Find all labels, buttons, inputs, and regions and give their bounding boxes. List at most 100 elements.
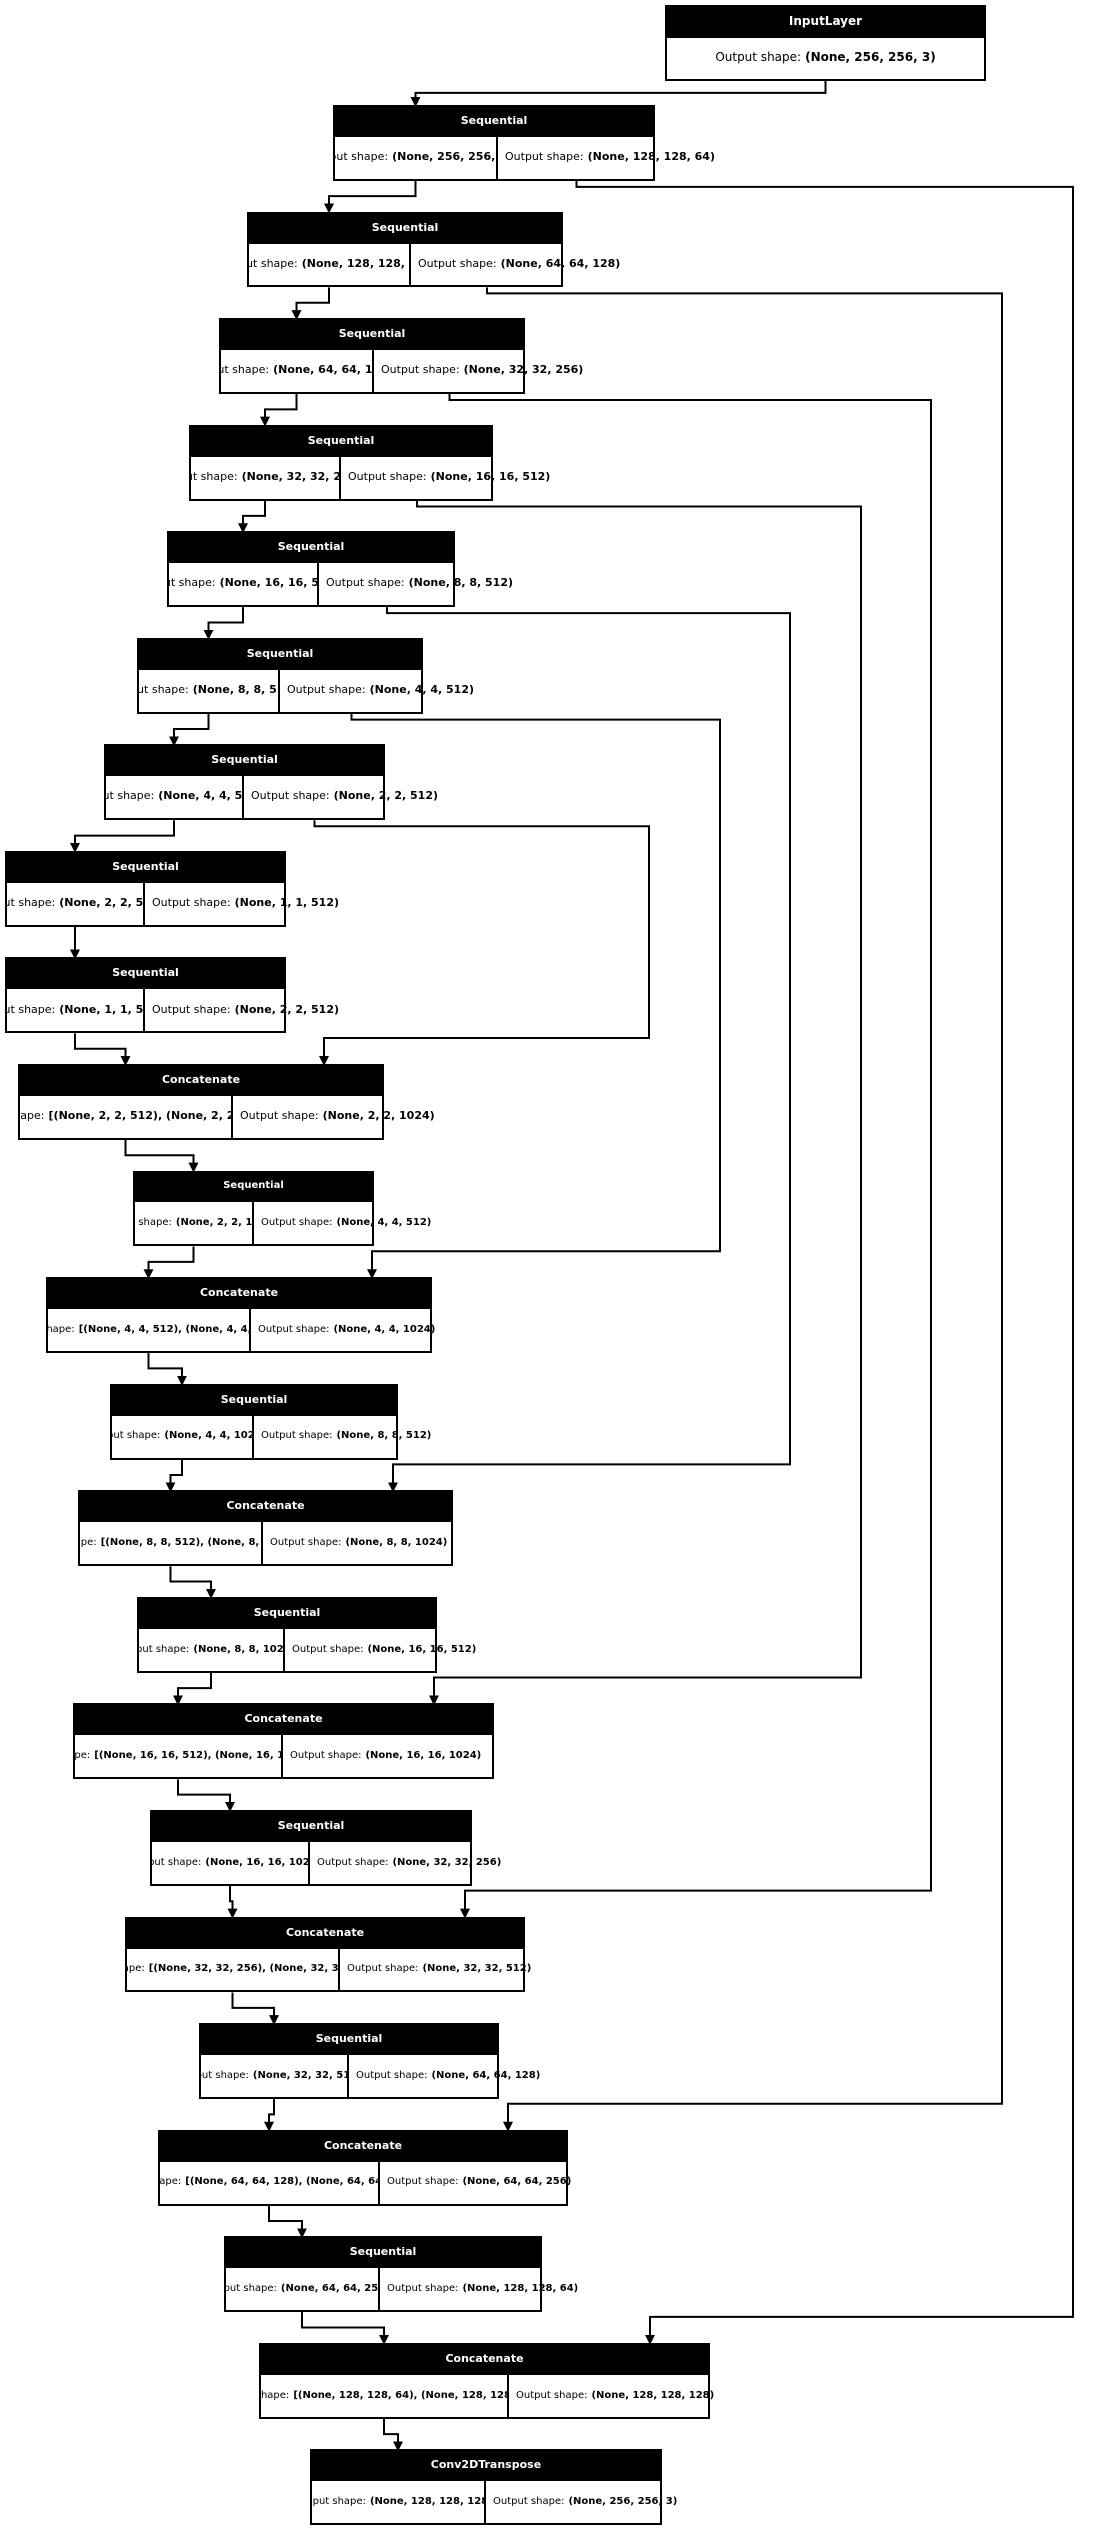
layer-type-label: Sequential: [169, 533, 453, 562]
input-shape-value: (None, 16, 16, 1024): [205, 1856, 310, 1868]
layer-shape-row: Input shape:(None, 128, 128, 128) Output …: [312, 2479, 677, 2524]
output-shape-cell: Output shape:(None, 64, 64, 256): [380, 2162, 578, 2204]
layer-shape-row: Input shape:(None, 64, 64, 128)Output sh…: [221, 348, 583, 392]
input-shape-value: (None, 32, 32, 512): [252, 2069, 349, 2081]
layer-shape-row: Input shape:(None, 128, 128, 64) Output s…: [249, 241, 620, 286]
output-shape-label: Output shape:: [287, 682, 366, 696]
layer-node-seq_12: SequentialInput shape:(None, 8, 8, 1024)…: [137, 1596, 476, 1673]
edge-seq_10-to-concat_2: [143, 1246, 195, 1280]
layer-type-label: Concatenate: [20, 1066, 382, 1095]
output-shape-value: (None, 32, 32, 512): [422, 1963, 532, 1975]
output-shape-value: (None, 64, 64, 128): [431, 2069, 541, 2081]
output-shape-value: (None, 16, 16, 1024): [365, 1750, 482, 1762]
input-shape-value: [(None, 8, 8, 512), (None, 8, 8, 512)]: [100, 1537, 261, 1548]
output-shape-label: Output shape:: [152, 1002, 231, 1016]
input-shape-cell: Input shape:(None, 2, 2, 512): [7, 882, 145, 925]
output-shape-value: (None, 32, 32, 256): [392, 1856, 502, 1868]
edge-concat_2-to-seq_11: [147, 1353, 187, 1386]
layer-node-conv2dtranspose: Conv2DTransposeInput shape:(None, 128, 1…: [310, 2449, 677, 2526]
layer-shape-row: Input shape:(None, 32, 32, 512)Output sh…: [201, 2053, 540, 2098]
input-shape-value: (None, 128, 128, 128): [369, 2496, 486, 2508]
output-shape-label: Output shape:: [493, 2496, 565, 2508]
input-shape-label: Input shape:: [139, 682, 189, 696]
edge-seq_13-to-concat_5: [227, 1885, 238, 1919]
input-shape-cell: Input shape:(None, 1, 1, 512): [7, 989, 145, 1032]
input-shape-value: (None, 32, 32, 256): [241, 469, 341, 483]
layer-type-label: Sequential: [135, 1172, 372, 1200]
layer-type-label: Sequential: [106, 746, 383, 775]
edge-seq_2-to-seq_3: [291, 287, 330, 321]
layer-type-label: Concatenate: [127, 1918, 523, 1947]
edge-seq_15-to-concat_7: [301, 2312, 389, 2345]
input-shape-cell: Input shape:(None, 128, 128, 64): [249, 243, 411, 286]
output-shape-cell: Output shape:(None, 256, 256, 3): [486, 2481, 684, 2523]
layer-shape-row: Input shape:[(None, 128, 128, 64), (None…: [261, 2372, 714, 2417]
output-shape-cell: Output shape:(None, 4, 4, 512): [254, 1202, 438, 1245]
output-shape-cell: Output shape:(None, 32, 32, 256): [310, 1842, 508, 1884]
layer-type-label: Sequential: [112, 1385, 396, 1414]
output-shape-label: Output shape:: [347, 1963, 419, 1975]
output-shape-cell: Output shape:(None, 128, 128, 128): [509, 2375, 721, 2417]
layer-type-label: Concatenate: [80, 1492, 451, 1521]
output-shape-value: (None, 64, 64, 256): [462, 2176, 572, 2188]
layer-type-label: Concatenate: [160, 2131, 566, 2160]
output-shape-label: Output shape:: [387, 2176, 459, 2188]
edge-concat_1-to-seq_10: [124, 1139, 199, 1173]
input-shape-label: Input shape:: [312, 2496, 366, 2508]
input-shape-value: [(None, 16, 16, 512), (None, 16, 16, 512…: [94, 1750, 281, 1762]
edge-concat_4-to-seq_13: [177, 1779, 235, 1813]
input-shape-cell: Input shape:[(None, 16, 16, 512), (None,…: [75, 1735, 283, 1778]
output-shape-value: (None, 8, 8, 512): [408, 576, 514, 590]
output-shape-cell: Output shape:(None, 8, 8, 1024): [263, 1522, 454, 1564]
input-shape-cell: Input shape:[(None, 32, 32, 256), (None,…: [127, 1948, 340, 1991]
input-shape-label: Input shape:: [135, 1216, 172, 1228]
output-shape-value: (None, 8, 8, 512): [336, 1430, 432, 1442]
output-shape-value: (None, 128, 128, 128): [591, 2389, 715, 2401]
input-shape-label: Input shape:: [7, 896, 56, 910]
layer-node-seq_5: SequentialInput shape:(None, 16, 16, 512…: [167, 531, 513, 608]
input-shape-value: (None, 128, 128, 64): [301, 256, 409, 270]
layer-node-seq_7: SequentialInput shape:(None, 4, 4, 512)O…: [104, 744, 438, 821]
input-shape-cell: Input shape:(None, 32, 32, 512): [201, 2055, 349, 2098]
edge-seq_3-to-seq_4: [260, 393, 298, 427]
output-shape-cell: Output shape:(None, 256, 256, 3): [667, 38, 984, 79]
layer-type-label: InputLayer: [667, 6, 984, 36]
input-shape-label: Input shape:: [139, 1643, 190, 1655]
layer-node-concat_1: ConcatenateInput shape:[(None, 2, 2, 512…: [18, 1064, 435, 1140]
output-shape-label: Output shape:: [258, 1323, 330, 1335]
input-shape-value: (None, 8, 8, 512): [192, 682, 278, 696]
layer-shape-row: Input shape:[(None, 64, 64, 128), (None,…: [160, 2159, 571, 2204]
edge-concat_7-to-conv2dtranspose: [383, 2418, 403, 2452]
layer-type-label: Sequential: [152, 1812, 470, 1841]
input-shape-label: Input shape:: [80, 1537, 97, 1548]
input-shape-label: Input shape:: [48, 1323, 75, 1335]
layer-node-seq_3: SequentialInput shape:(None, 64, 64, 128…: [219, 318, 583, 394]
input-shape-label: Input shape:: [106, 789, 155, 803]
input-shape-value: (None, 4, 4, 1024): [164, 1430, 252, 1442]
input-shape-cell: Input shape:(None, 16, 16, 512): [169, 563, 319, 606]
output-shape-cell: Output shape:(None, 2, 2, 1024): [233, 1096, 442, 1138]
output-shape-value: (None, 64, 64, 128): [500, 256, 621, 270]
layer-type-label: Sequential: [139, 1598, 435, 1627]
output-shape-label: Output shape:: [418, 256, 497, 270]
layer-node-concat_6: ConcatenateInput shape:[(None, 64, 64, 1…: [158, 2129, 571, 2206]
layer-node-seq_2: SequentialInput shape:(None, 128, 128, 6…: [247, 211, 620, 288]
layer-shape-row: Input shape:(None, 8, 8, 512) Output shap…: [139, 667, 474, 712]
layer-shape-row: Input shape:[(None, 2, 2, 512), (None, 2…: [20, 1094, 435, 1138]
output-shape-value: (None, 8, 8, 1024): [345, 1537, 448, 1548]
input-shape-label: Input shape:: [7, 1002, 56, 1016]
output-shape-cell: Output shape:(None, 64, 64, 128): [349, 2055, 547, 2097]
layer-type-label: Sequential: [221, 320, 523, 349]
input-shape-value: (None, 4, 4, 512): [158, 789, 243, 803]
output-shape-cell: Output shape:(None, 16, 16, 512): [341, 457, 557, 499]
input-shape-value: (None, 2, 2, 1024): [175, 1216, 253, 1228]
output-shape-value: (None, 1, 1, 512): [234, 896, 340, 910]
output-shape-value: (None, 2, 2, 512): [333, 789, 439, 803]
layer-type-label: Sequential: [139, 639, 421, 668]
layer-shape-row: Input shape:(None, 2, 2, 512)Output shap…: [7, 880, 339, 925]
input-shape-value: (None, 1, 1, 512): [59, 1002, 144, 1016]
output-shape-cell: Output shape:(None, 2, 2, 512): [244, 776, 445, 818]
input-shape-cell: Input shape:(None, 16, 16, 1024): [152, 1842, 310, 1884]
